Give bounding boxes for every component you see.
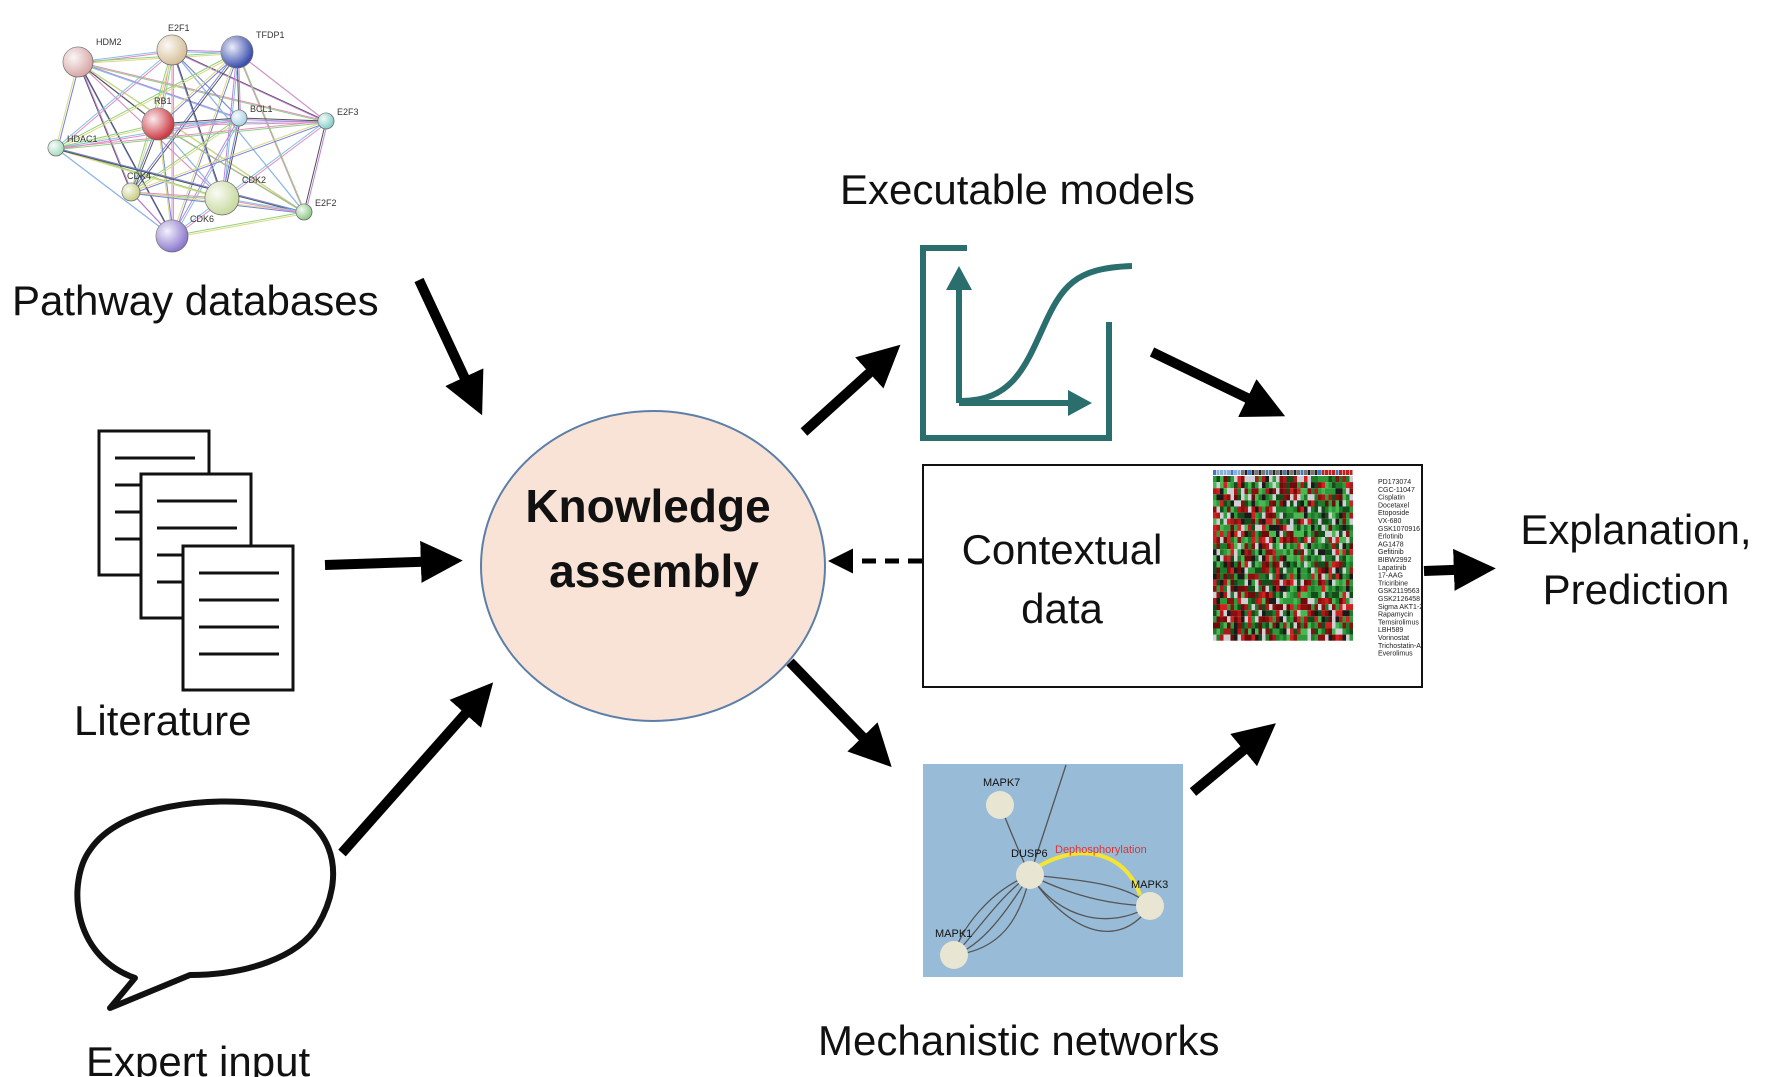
heatmap-drug-label: GSK2119563 [1378, 588, 1420, 595]
svg-text:TFDP1: TFDP1 [256, 30, 285, 40]
pathway-node-rb1: RB1 [141, 96, 175, 141]
arrow-context-to-output [1423, 548, 1496, 591]
arrow-models-to-output [1149, 347, 1286, 417]
heatmap-drug-label: VX-680 [1378, 518, 1401, 525]
heatmap-drug-label: Cisplatin [1378, 495, 1405, 502]
pathway-node-tfdp1: TFDP1 [220, 30, 285, 69]
mech-node-mapk1: MAPK1 [935, 928, 972, 940]
sigmoid-model-icon [920, 245, 1133, 441]
heatmap-drug-label: GSK2126458 [1378, 596, 1420, 603]
speech-bubble-icon [74, 798, 336, 1011]
heatmap-drug-label: Triciribine [1378, 580, 1408, 587]
contextual-data-label-line2: data [1021, 585, 1103, 632]
svg-text:E2F3: E2F3 [337, 107, 359, 117]
mech-edge-label: Dephosphorylation [1055, 844, 1147, 856]
heatmap-drug-label: Gefitinib [1378, 549, 1404, 556]
heatmap-drug-label: Temsirolimus [1378, 619, 1419, 626]
mech-node-dusp6: DUSP6 [1011, 848, 1048, 860]
svg-text:CDK4: CDK4 [127, 171, 151, 181]
mechanistic-network-image: Dephosphorylation MAPK7 DUSP6 MAPK3 MAPK… [923, 764, 1183, 977]
heatmap-drug-label: Docetaxel [1378, 502, 1410, 509]
heatmap-drug-list: PD173074CGC-11047CisplatinDocetaxelEtopo… [1378, 479, 1423, 658]
heatmap-drug-label: AG1478 [1378, 541, 1404, 548]
mech-node-mapk3: MAPK3 [1131, 879, 1168, 891]
svg-text:CDK6: CDK6 [190, 214, 214, 224]
heatmap-drug-label: Lapatinib [1378, 565, 1407, 572]
pathway-databases-label: Pathway databases [12, 277, 379, 324]
pathway-node-e2f1: E2F1 [156, 23, 190, 66]
arrow-literature-to-knowledge [324, 540, 463, 583]
svg-text:BCL1: BCL1 [250, 104, 273, 114]
expert-input-label: Expert input [86, 1038, 310, 1077]
pathway-node-e2f2: E2F2 [295, 198, 337, 221]
output-label-line2: Prediction [1543, 566, 1730, 613]
mechanistic-networks-label: Mechanistic networks [818, 1017, 1219, 1064]
contextual-data-label-line1: Contextual [962, 526, 1163, 573]
heatmap-drug-label: PD173074 [1378, 479, 1411, 486]
pathway-node-bcl1: BCL1 [230, 104, 273, 127]
output-arrows [786, 344, 1496, 796]
literature-label: Literature [74, 697, 251, 744]
heatmap-drug-label: GSK1070916 [1378, 526, 1420, 533]
executable-models-label: Executable models [840, 166, 1195, 213]
svg-text:HDM2: HDM2 [96, 37, 122, 47]
heatmap-drug-label: Rapamycin [1378, 612, 1413, 619]
heatmap-drug-label: 17-AAG [1378, 573, 1403, 580]
knowledge-assembly-label-line1: Knowledge [525, 480, 770, 532]
heatmap-drug-label: Sigma AKT1-2 [1378, 604, 1423, 611]
heatmap-drug-label: Vorinostat [1378, 635, 1409, 642]
arrow-knowledge-to-networks [786, 658, 892, 768]
pathway-node-cdk6: CDK6 [155, 214, 214, 253]
arrow-networks-to-output [1189, 723, 1276, 796]
pathway-node-hdac1: HDAC1 [47, 134, 98, 157]
heatmap-drug-label: Everolimus [1378, 651, 1413, 658]
mech-node-mapk7: MAPK7 [983, 777, 1020, 789]
knowledge-assembly-node: Knowledge assembly [480, 410, 826, 722]
drug-response-heatmap [1213, 470, 1353, 641]
heatmap-drug-label: BIBW2992 [1378, 557, 1412, 564]
arrow-pathway-to-knowledge [414, 277, 484, 416]
svg-text:HDAC1: HDAC1 [67, 134, 98, 144]
heatmap-drug-label: CGC-11047 [1378, 487, 1415, 494]
svg-text:E2F1: E2F1 [168, 23, 190, 33]
heatmap-drug-label: Trichostatin-A [1378, 643, 1421, 650]
svg-text:RB1: RB1 [154, 96, 172, 106]
knowledge-assembly-label-line2: assembly [549, 545, 759, 597]
pathway-node-cdk2: CDK2 [204, 175, 266, 216]
pathway-node-cdk4: CDK4 [121, 171, 151, 202]
heatmap-drug-label: LBH589 [1378, 627, 1403, 634]
output-label-line1: Explanation, [1520, 506, 1751, 553]
document-stack-icon [97, 429, 295, 692]
pathway-node-hdm2: HDM2 [62, 37, 122, 78]
heatmap-drug-label: Erlotinib [1378, 534, 1403, 541]
heatmap-drug-label: Etoposide [1378, 510, 1409, 517]
arrow-knowledge-to-models [800, 344, 901, 436]
arrow-expert-to-knowledge [338, 682, 494, 857]
pathway-node-e2f3: E2F3 [317, 107, 359, 130]
input-arrows [324, 277, 494, 857]
svg-text:E2F2: E2F2 [315, 198, 337, 208]
svg-text:CDK2: CDK2 [242, 175, 266, 185]
contextual-data-box: Contextual data PD173074CGC-11047Cisplat… [922, 464, 1423, 688]
